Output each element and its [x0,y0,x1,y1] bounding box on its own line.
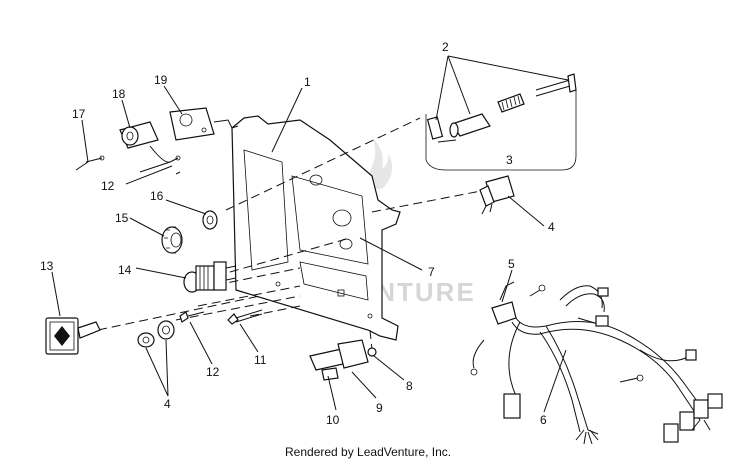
callout-8: 8 [406,379,413,393]
screws [179,309,263,325]
callout-15: 15 [115,211,129,225]
callout-19: 19 [154,73,168,87]
nut-and-washer [137,320,175,348]
callout-14: 14 [118,263,132,277]
callout-11: 11 [254,353,267,367]
render-credit: Rendered by LeadVenture, Inc. [285,445,451,459]
callout-12-lower: 12 [206,365,220,379]
callout-2: 2 [442,40,449,54]
leader-lines [51,55,569,413]
dash-panel [231,115,401,341]
assembly-lines [97,117,487,351]
callout-17: 17 [72,107,86,121]
callout-6: 6 [540,413,547,427]
callout-5: 5 [508,257,515,271]
flame-logo-icon [368,137,393,190]
key-emblem-icon [54,326,70,346]
wiring-harness [470,281,723,445]
indicator-lamp-bracket [75,107,239,173]
callout-3: 3 [506,153,513,167]
callout-13: 13 [40,259,54,273]
callout-7: 7 [428,265,435,279]
callout-9: 9 [376,401,383,415]
callout-18: 18 [112,87,126,101]
callout-1: 1 [304,75,311,89]
mounting-bracket [309,339,377,381]
ignition-key [45,317,101,355]
callout-4-right: 4 [548,220,555,234]
callout-10: 10 [326,413,340,427]
callout-16: 16 [150,189,164,203]
callout-labels: 1 2 3 4 4 5 6 7 8 9 10 11 12 12 13 14 15… [40,40,555,427]
panel-nut [161,210,218,254]
choke-cable-assembly [425,73,577,171]
ignition-switch [183,261,237,293]
toggle-switch [479,175,515,215]
callout-12-upper: 12 [101,179,115,193]
callout-4-left: 4 [164,397,171,411]
